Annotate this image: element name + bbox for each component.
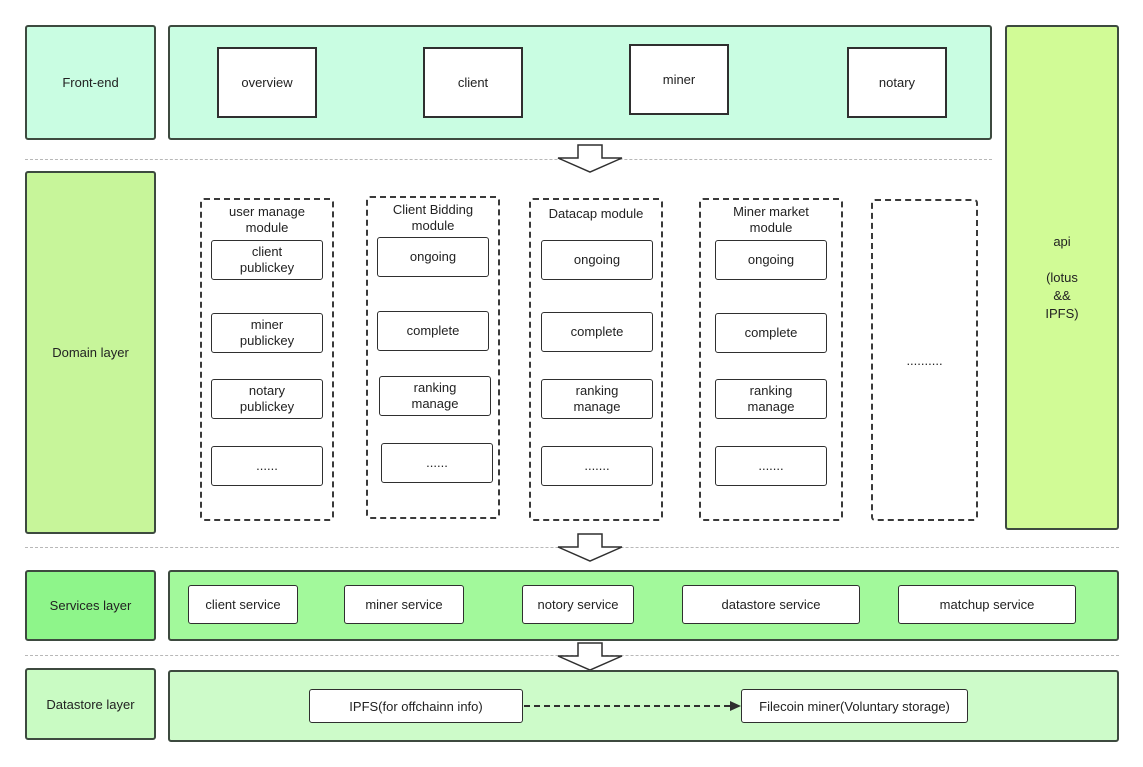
- datastore-service-box: datastore service: [682, 585, 860, 624]
- module-item-ongoing: ongoing: [541, 240, 653, 280]
- module-item-more: .......: [541, 446, 653, 486]
- notory-service-label: notory service: [537, 597, 619, 612]
- module-item-more: ......: [381, 443, 493, 483]
- module-item-ongoing: ongoing: [377, 237, 489, 277]
- datastore-layer-text: Datastore layer: [46, 696, 135, 712]
- more-modules-placeholder: ..........: [871, 199, 978, 521]
- frontend-overview-label: overview: [241, 75, 293, 90]
- frontend-layer-label: Front-end: [25, 25, 156, 140]
- module-item-complete: complete: [541, 312, 653, 352]
- frontend-overview-box: overview: [217, 47, 317, 118]
- frontend-notary-label: notary: [878, 75, 916, 90]
- miner-service-label: miner service: [365, 597, 443, 612]
- module-item-ranking-manage: ranking manage: [715, 379, 827, 419]
- module-item-miner-publickey: miner publickey: [211, 313, 323, 353]
- separator-frontend-domain: [25, 159, 992, 160]
- more-modules-text: ..........: [906, 352, 943, 368]
- module-item-notary-publickey: notary publickey: [211, 379, 323, 419]
- down-arrow-icon: [557, 533, 623, 562]
- client-service-box: client service: [188, 585, 298, 624]
- api-column: api (lotus && IPFS): [1005, 25, 1119, 530]
- filecoin-miner-label: Filecoin miner(Voluntary storage): [759, 698, 950, 714]
- module-item-ranking-manage: ranking manage: [379, 376, 491, 416]
- module-item-more: .......: [715, 446, 827, 486]
- frontend-layer-text: Front-end: [62, 75, 119, 90]
- frontend-notary-box: notary: [847, 47, 947, 118]
- ipfs-label: IPFS(for offchainn info): [349, 698, 483, 714]
- client-service-label: client service: [205, 597, 281, 612]
- ipfs-box: IPFS(for offchainn info): [309, 689, 523, 723]
- dashed-arrow-icon: [524, 701, 741, 711]
- frontend-client-label: client: [457, 75, 489, 90]
- module-title: Client Bidding module: [392, 202, 474, 233]
- frontend-client-box: client: [423, 47, 523, 118]
- filecoin-miner-box: Filecoin miner(Voluntary storage): [741, 689, 968, 723]
- down-arrow-icon: [557, 642, 623, 671]
- matchup-service-label: matchup service: [939, 597, 1035, 612]
- down-arrow-icon: [557, 144, 623, 173]
- datastore-layer-label: Datastore layer: [25, 668, 156, 740]
- notory-service-box: notory service: [522, 585, 634, 624]
- frontend-miner-box: miner: [629, 44, 729, 115]
- domain-layer-label: Domain layer: [25, 171, 156, 534]
- module-item-ranking-manage: ranking manage: [541, 379, 653, 419]
- module-item-client-publickey: client publickey: [211, 240, 323, 280]
- domain-layer-text: Domain layer: [52, 345, 129, 360]
- api-label: api (lotus && IPFS): [1045, 233, 1079, 321]
- module-item-complete: complete: [377, 311, 489, 351]
- module-item-complete: complete: [715, 313, 827, 353]
- datacap-module: Datacap module: [529, 198, 663, 521]
- services-layer-label: Services layer: [25, 570, 156, 641]
- module-title: Datacap module: [548, 206, 644, 221]
- client-bidding-module: Client Bidding module: [366, 196, 500, 519]
- miner-market-module: Miner market module: [699, 198, 843, 521]
- datastore-service-label: datastore service: [721, 597, 821, 612]
- module-item-more: ......: [211, 446, 323, 486]
- module-title: Miner market module: [733, 204, 809, 235]
- user-manage-module: user manage module: [200, 198, 334, 521]
- matchup-service-box: matchup service: [898, 585, 1076, 624]
- module-item-ongoing: ongoing: [715, 240, 827, 280]
- services-layer-text: Services layer: [49, 598, 132, 613]
- miner-service-box: miner service: [344, 585, 464, 624]
- frontend-miner-label: miner: [662, 72, 696, 87]
- module-title: user manage module: [229, 204, 305, 235]
